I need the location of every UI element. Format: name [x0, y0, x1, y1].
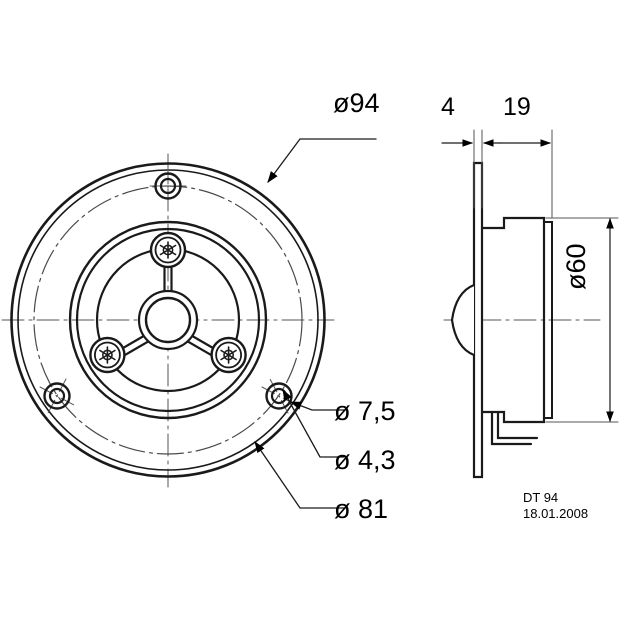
horn-inner-ring	[75, 227, 261, 413]
dimension-label-outer-diameter: ø94	[333, 88, 380, 118]
title-block-model: DT 94	[523, 490, 559, 505]
dimension-label-flange-thickness: 4	[441, 93, 455, 121]
leader-d43	[282, 388, 345, 458]
flange-plate	[472, 161, 484, 479]
dimension-label-counterbore: ø 7,5	[334, 396, 396, 426]
horn-outer-ring	[68, 220, 268, 420]
mounting-hole-lower-left	[39, 378, 75, 414]
terminal-tabs	[490, 410, 539, 446]
leader-d75	[289, 401, 345, 411]
dimension-label-body-depth: 19	[503, 93, 531, 121]
screw-cross-head	[220, 346, 237, 364]
screw-boss-lower-right	[210, 336, 247, 374]
mounting-hole-top	[149, 167, 187, 205]
screw-boss-top	[149, 231, 187, 269]
screw-cross-head	[159, 241, 177, 259]
body-profile	[480, 216, 546, 424]
dimension-label-mounting-hole: ø 4,3	[334, 445, 396, 475]
screw-boss-lower-left	[89, 336, 126, 374]
rear-cap-profile	[543, 221, 553, 419]
dimension-label-body-diameter: ø60	[561, 243, 591, 290]
leader-d94	[267, 138, 377, 183]
leader-d81	[254, 441, 345, 509]
dome-diaphragm	[450, 283, 476, 357]
screw-cross-head	[99, 346, 116, 364]
hub-inner-circle	[144, 296, 192, 344]
outer-rim-circle	[10, 162, 326, 478]
dimension-label-bolt-circle: ø 81	[334, 494, 389, 524]
mounting-hole-lower-right	[261, 378, 297, 414]
title-block-date: 18.01.2008	[523, 506, 589, 521]
front-view-group	[1, 138, 377, 509]
side-view-group	[441, 129, 619, 479]
